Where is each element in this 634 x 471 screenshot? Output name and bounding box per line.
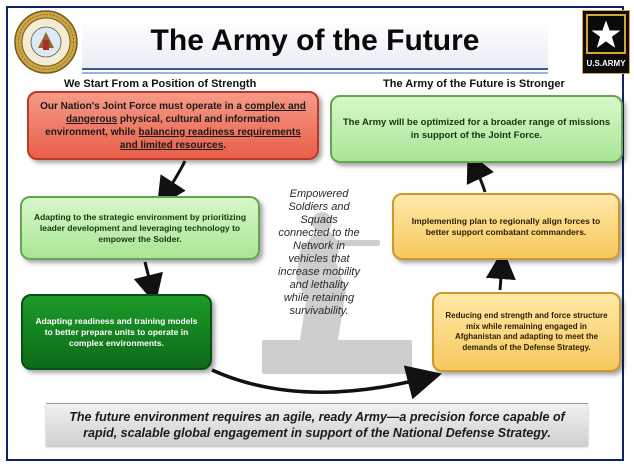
star-icon <box>588 17 624 51</box>
right-heading: The Army of the Future is Stronger <box>383 78 565 90</box>
box-mid-right: Implementing plan to regionally align fo… <box>392 193 620 260</box>
box-top-left-text: Our Nation's Joint Force must operate in… <box>39 100 307 152</box>
box-text-underlined: balancing readiness requirements and lim… <box>119 126 301 151</box>
title-bar: The Army of the Future <box>82 18 548 74</box>
slide-title: The Army of the Future <box>150 24 480 57</box>
flow-arrow-icon <box>133 261 163 305</box>
flow-arrow-icon <box>211 365 442 400</box>
footer-line-1: The future environment requires an agile… <box>69 410 565 424</box>
center-caption: Empowered Soldiers and Squads connected … <box>278 188 360 317</box>
box-bottom-left: Adapting readiness and training models t… <box>21 294 212 370</box>
flow-arrow-icon <box>485 249 516 291</box>
left-heading: We Start From a Position of Strength <box>64 78 257 90</box>
army-seal-icon <box>14 10 78 74</box>
box-mid-left: Adapting to the strategic environment by… <box>20 196 260 260</box>
box-text-underlined: complex and dangerous <box>66 100 306 125</box>
flow-arrow-icon <box>156 160 187 208</box>
box-bottom-right: Reducing end strength and force structur… <box>432 292 621 372</box>
box-text-part: . <box>223 139 227 151</box>
flow-arrow-icon <box>466 151 494 193</box>
box-top-right: The Army will be optimized for a broader… <box>330 95 623 163</box>
footer-banner: The future environment requires an agile… <box>46 403 588 446</box>
army-star-logo-icon: U.S.ARMY <box>582 10 630 74</box>
box-text-part: Our Nation's Joint Force must operate in… <box>40 100 245 112</box>
logo-text: U.S.ARMY <box>586 59 626 68</box>
box-text-part: physical, cultural and information envir… <box>45 113 280 138</box>
logo-star-frame <box>586 14 626 54</box>
footer-line-2: rapid, scalable global engagement in sup… <box>83 426 551 440</box>
box-top-left: Our Nation's Joint Force must operate in… <box>27 91 319 160</box>
